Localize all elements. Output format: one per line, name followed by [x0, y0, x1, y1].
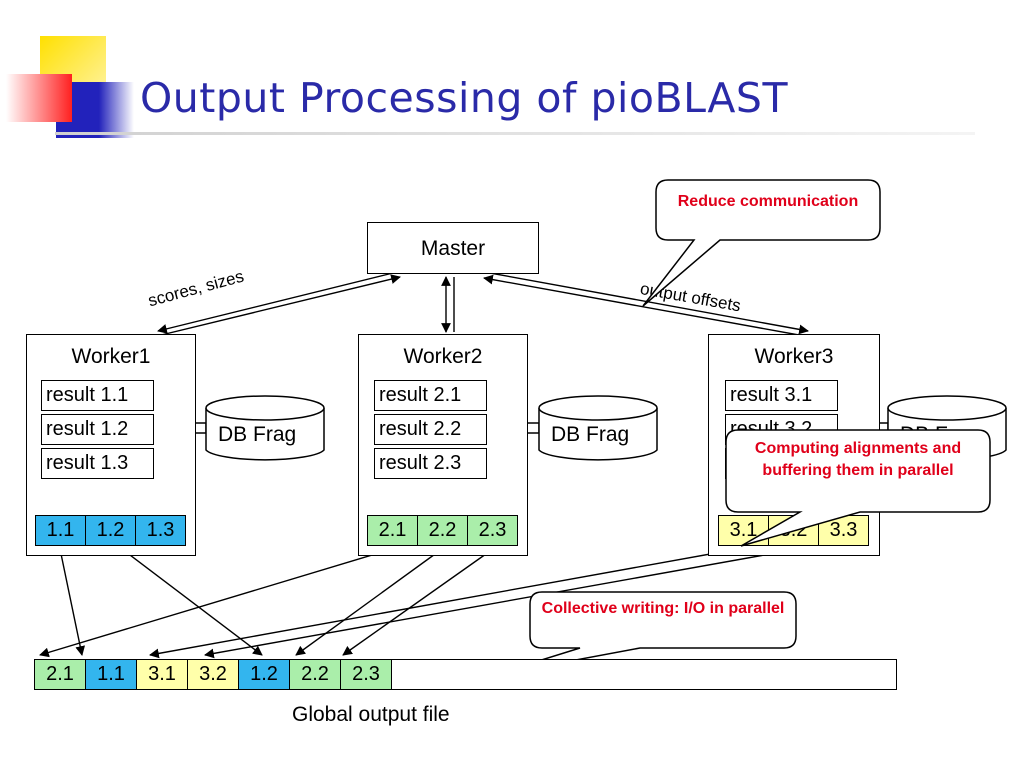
worker1-block-2: 1.2	[85, 515, 136, 546]
worker2-result-3: result 2.3	[374, 448, 487, 479]
page-title: Output Processing of pioBLAST	[140, 74, 788, 122]
worker3-block-2: 3.2	[768, 515, 819, 546]
reduce-callout-text: Reduce communication	[677, 193, 859, 210]
worker1-block-3: 1.3	[135, 515, 186, 546]
global-block-4: 3.2	[187, 659, 239, 690]
global-block-7: 2.3	[340, 659, 392, 690]
global-block-6: 2.2	[289, 659, 341, 690]
global-block-1: 2.1	[34, 659, 86, 690]
worker3-block-1: 3.1	[718, 515, 769, 546]
worker3-result-1: result 3.1	[725, 380, 838, 411]
worker2-result-2: result 2.2	[374, 414, 487, 445]
worker1-result-3: result 1.3	[41, 448, 154, 479]
worker1-label: Worker1	[71, 345, 151, 368]
db-frag-2-label: DB Frag	[551, 423, 630, 446]
master-label: Master	[420, 237, 486, 260]
decor-red-square	[6, 74, 72, 122]
worker2-block-2: 2.2	[417, 515, 468, 546]
worker1-result-2: result 1.2	[41, 414, 154, 445]
collective-callout-text: Collective writing: I/O in parallel	[541, 600, 785, 617]
global-block-2: 1.1	[85, 659, 137, 690]
global-block-3: 3.1	[136, 659, 188, 690]
worker2-block-3: 2.3	[467, 515, 518, 546]
global-file-label: Global output file	[292, 703, 450, 726]
global-block-5: 1.2	[238, 659, 290, 690]
worker2-block-1: 2.1	[367, 515, 418, 546]
worker3-label: Worker3	[754, 345, 834, 368]
master-worker1-link	[152, 272, 401, 338]
db-frag-1-label: DB Frag	[218, 423, 297, 446]
worker1-result-1: result 1.1	[41, 380, 154, 411]
worker2-result-1: result 2.1	[374, 380, 487, 411]
computing-callout-text: Computing alignments and buffering them …	[754, 440, 962, 479]
worker2-label: Worker2	[403, 345, 483, 368]
title-divider	[55, 132, 975, 135]
master-node: Master	[367, 222, 539, 274]
worker3-block-3: 3.3	[818, 515, 869, 546]
master-worker2-link	[441, 276, 455, 333]
worker1-block-1: 1.1	[35, 515, 86, 546]
